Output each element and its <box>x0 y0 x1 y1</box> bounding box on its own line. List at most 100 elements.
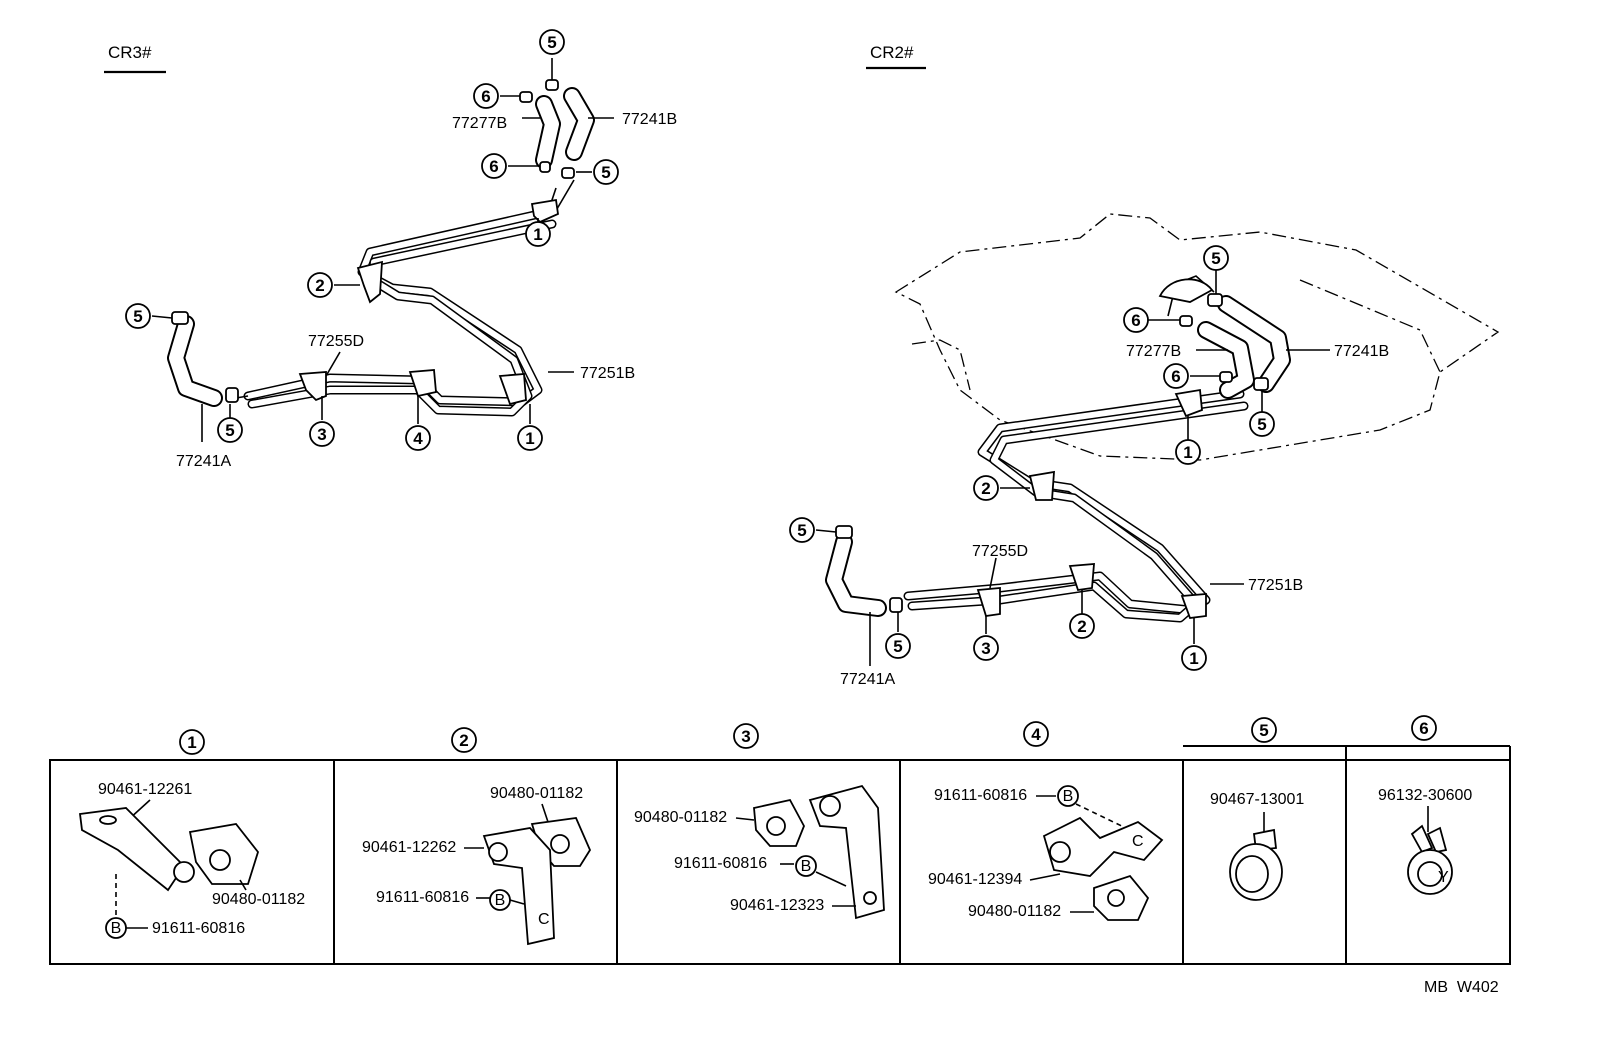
svg-text:5: 5 <box>225 421 234 440</box>
part-number: 90480-01182 <box>212 891 305 908</box>
pipe-clamp-2 <box>1068 563 1095 591</box>
clip-leg <box>1426 826 1448 854</box>
callout-5: 5 <box>539 29 565 55</box>
bolt-marker-b <box>795 855 817 877</box>
label-77255d: 77255D <box>308 333 364 350</box>
svg-text:5: 5 <box>1257 415 1266 434</box>
diagram-code: MB W402 <box>1424 979 1499 996</box>
view-title-cr3: CR3# <box>108 43 152 62</box>
hose-clip <box>1179 315 1193 327</box>
part-number: 90461-12323 <box>730 897 824 914</box>
pipe-clamp-bracket <box>78 807 186 892</box>
label-77251b: 77251B <box>580 365 635 382</box>
fuel-tank-outline <box>894 213 1500 461</box>
panel-header-4: 4 <box>1023 721 1049 747</box>
svg-text:2: 2 <box>315 276 324 295</box>
svg-text:4: 4 <box>413 429 423 448</box>
svg-text:6: 6 <box>1419 719 1428 738</box>
pipe-clamp-3 <box>298 371 327 402</box>
callout-1: 1 <box>517 425 543 451</box>
fuel-filler-neck <box>1158 278 1214 303</box>
svg-text:5: 5 <box>133 307 142 326</box>
callout-5: 5 <box>1203 245 1229 271</box>
part-number: 91611-60816 <box>934 787 1027 804</box>
hose-clip <box>1219 371 1233 383</box>
svg-text:5: 5 <box>1259 721 1268 740</box>
hose-clamp <box>171 311 189 325</box>
part-number: 91611-60816 <box>674 855 767 872</box>
pipe-clamp-2 <box>356 260 383 304</box>
svg-text:6: 6 <box>489 157 498 176</box>
hose-clamp <box>561 167 575 179</box>
part-number: 90480-01182 <box>490 785 583 802</box>
svg-text:Y: Y <box>1438 869 1449 886</box>
pipe-clamp-1 <box>1174 388 1203 418</box>
part-number: 91611-60816 <box>376 889 469 906</box>
view-title-cr2: CR2# <box>870 43 914 62</box>
svg-text:1: 1 <box>533 225 542 244</box>
part-number: 90461-12262 <box>362 839 456 856</box>
part-number: 90461-12394 <box>928 871 1022 888</box>
svg-text:5: 5 <box>797 521 806 540</box>
legend-frame <box>49 759 1511 965</box>
pipe-clamp-bracket <box>808 784 885 920</box>
pipe-clamp-bracket <box>1042 816 1164 877</box>
svg-text:B: B <box>111 920 122 937</box>
callout-5: 5 <box>789 517 815 543</box>
svg-text:3: 3 <box>741 727 750 746</box>
callout-5: 5 <box>125 303 151 329</box>
hose-clamp <box>835 525 853 539</box>
label-77255d: 77255D <box>972 543 1028 560</box>
callout-3: 3 <box>309 421 335 447</box>
clip-leg <box>1410 824 1434 854</box>
label-77241a: 77241A <box>840 671 895 688</box>
bolt-marker-b <box>1057 785 1079 807</box>
callout-2: 2 <box>307 272 333 298</box>
svg-text:2: 2 <box>459 731 468 750</box>
legend-table: 1 2 3 4 5 6 90461-12261 90480-01182 B 91… <box>49 715 1511 965</box>
callout-4: 4 <box>405 425 431 451</box>
svg-text:1: 1 <box>525 429 534 448</box>
svg-text:6: 6 <box>481 87 490 106</box>
callout-1: 1 <box>525 221 551 247</box>
svg-text:3: 3 <box>981 639 990 658</box>
part-number: 90461-12261 <box>98 781 192 798</box>
pipe-clamp-1 <box>1180 593 1207 619</box>
panel-header-3: 3 <box>733 723 759 749</box>
hose-clamp <box>889 597 903 613</box>
svg-text:3: 3 <box>317 425 326 444</box>
callout-3: 3 <box>973 635 999 661</box>
view-cr2: CR2# <box>789 43 1500 688</box>
svg-text:5: 5 <box>1211 249 1220 268</box>
legend-panel-1: 90461-12261 90480-01182 B 91611-60816 <box>78 781 305 939</box>
svg-text:C: C <box>1132 833 1144 850</box>
callout-6: 6 <box>1123 307 1149 333</box>
svg-text:4: 4 <box>1031 725 1041 744</box>
callout-1: 1 <box>1181 645 1207 671</box>
part-number: 91611-60816 <box>152 920 245 937</box>
callout-6: 6 <box>1163 363 1189 389</box>
label-77241b: 77241B <box>622 111 677 128</box>
hose-clamp <box>225 387 239 403</box>
svg-text:2: 2 <box>981 479 990 498</box>
callout-5: 5 <box>217 417 243 443</box>
legend-panel-5: 90467-13001 <box>1210 791 1304 901</box>
panel-header-2: 2 <box>451 727 477 753</box>
svg-text:5: 5 <box>893 637 902 656</box>
svg-text:C: C <box>538 911 550 928</box>
label-77251b: 77251B <box>1248 577 1303 594</box>
svg-text:6: 6 <box>1131 311 1140 330</box>
pipe-clamp-2 <box>1028 470 1055 501</box>
part-number: 96132-30600 <box>1378 787 1472 804</box>
svg-text:B: B <box>1063 788 1074 805</box>
callout-6: 6 <box>481 153 507 179</box>
label-77241a: 77241A <box>176 453 231 470</box>
callout-5: 5 <box>593 159 619 185</box>
legend-panel-6: 96132-30600 Y <box>1378 787 1472 895</box>
pipe-clamp-1 <box>498 373 527 406</box>
svg-text:5: 5 <box>601 163 610 182</box>
legend-panel-2: 90480-01182 90461-12262 C 91611-60816 B <box>362 785 592 946</box>
panel-header-1: 1 <box>179 729 205 755</box>
part-number: 90480-01182 <box>968 903 1061 920</box>
